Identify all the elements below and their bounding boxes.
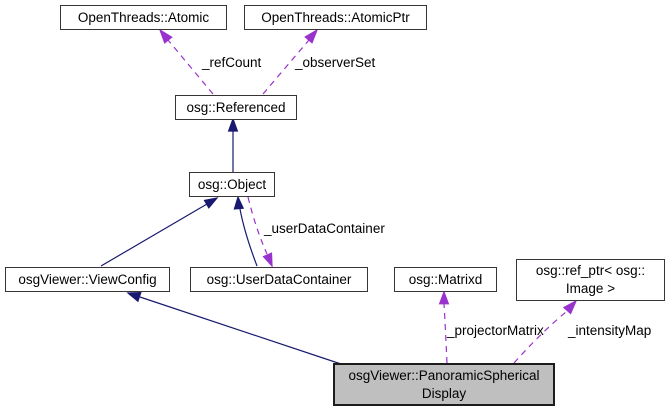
node-openthreads-atomicptr[interactable]: OpenThreads::AtomicPtr (244, 5, 427, 30)
edge-label-refcount: _refCount (202, 55, 262, 70)
edge-referenced-to-atomic (158, 28, 214, 95)
edge-panoramicdisplay-to-viewconfig (126, 291, 342, 365)
inheritance-edges (100, 117, 342, 365)
node-osgviewer-panoramicsphericaldisplay[interactable]: osgViewer::PanoramicSpherical Display (333, 363, 555, 406)
edge-viewconfig-to-object (100, 197, 219, 267)
edge-panoramicdisplay-to-refptrimage (513, 299, 578, 364)
edge-label-projectormatrix: _projectorMatrix (447, 323, 544, 338)
node-osg-referenced[interactable]: osg::Referenced (175, 95, 297, 120)
node-osg-object[interactable]: osg::Object (189, 172, 275, 197)
edge-object-to-userdatacontainer (247, 196, 273, 268)
node-osg-matrixd[interactable]: osg::Matrixd (394, 267, 497, 292)
edge-referenced-to-atomicptr (262, 28, 319, 95)
node-osg-userdatacontainer[interactable]: osg::UserDataContainer (190, 267, 368, 292)
node-osgviewer-viewconfig[interactable]: osgViewer::ViewConfig (5, 267, 170, 292)
node-osg-refptr-image[interactable]: osg::ref_ptr< osg:: Image > (516, 259, 665, 301)
edge-label-observerset: _observerSet (295, 55, 376, 70)
edge-label-userdatacontainer: _userDataContainer (264, 221, 385, 236)
node-openthreads-atomic[interactable]: OpenThreads::Atomic (60, 5, 227, 30)
edge-userdatacontainer-to-object (233, 195, 258, 267)
edge-label-intensitymap: _intensityMap (568, 323, 652, 338)
edge-panoramicdisplay-to-matrixd (438, 290, 450, 364)
usage-edges (158, 28, 578, 364)
